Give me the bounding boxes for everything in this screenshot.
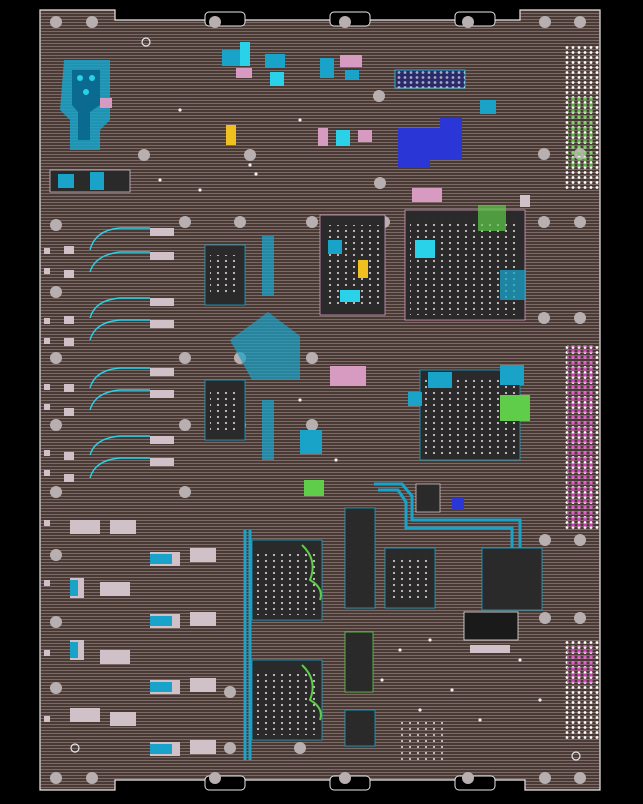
scattered-vias <box>158 108 542 722</box>
left-edge-pads <box>44 248 50 722</box>
mounting-holes <box>50 16 586 784</box>
analog-channel-components <box>64 228 174 482</box>
right-connector-middle <box>563 345 599 530</box>
lower-center-modules <box>251 507 376 747</box>
lower-left-channel-highlights <box>70 554 172 754</box>
fiducial-markers <box>70 37 581 761</box>
top-left-power-region <box>49 60 131 193</box>
board-substrate <box>39 9 601 791</box>
mid-left-ic-cluster <box>204 236 324 496</box>
high-speed-bus <box>243 482 522 760</box>
mid-right-cluster <box>330 365 530 513</box>
right-connector-bottom <box>563 640 599 740</box>
right-connector-top <box>563 45 599 190</box>
center-processor-cluster <box>319 188 526 321</box>
lower-right-region <box>384 547 543 760</box>
top-center-components <box>222 42 372 146</box>
bottom-copper-pour <box>394 69 530 207</box>
analog-channel-traces <box>89 227 150 479</box>
